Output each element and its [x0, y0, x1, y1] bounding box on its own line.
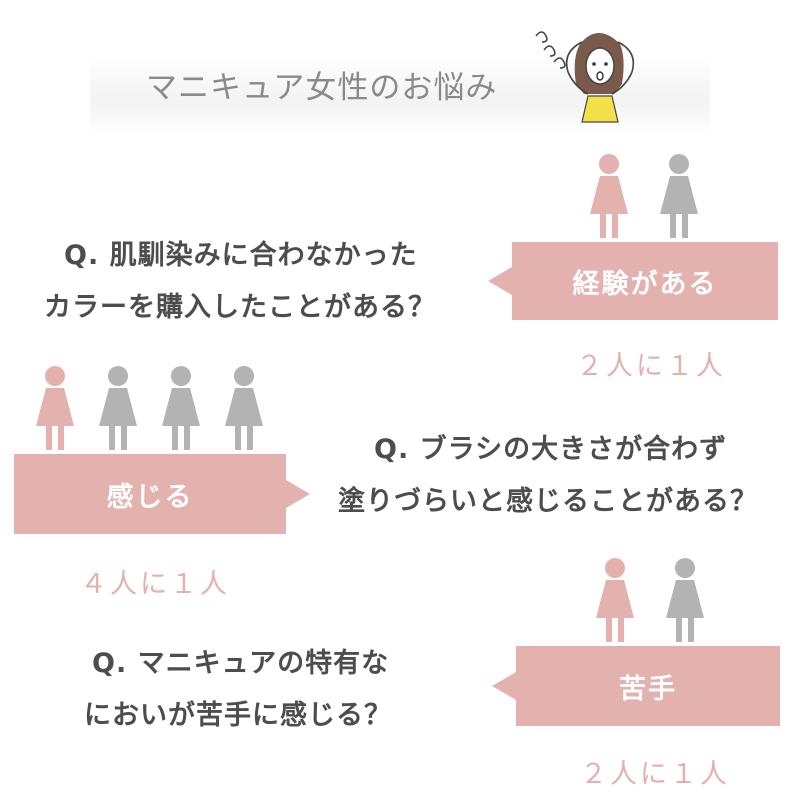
answer-2-label: 感じる: [106, 481, 194, 513]
answer-box-pointer: [488, 267, 512, 295]
question-2-line-2: 塗りづらいと感じることがある？: [338, 486, 758, 517]
answer-box-2: 感じる: [14, 454, 310, 534]
person-icon: [225, 366, 263, 450]
question-3-line-1: Q. マニキュアの特有な: [92, 648, 390, 679]
person-icon-highlighted: [36, 366, 74, 450]
question-3: Q. マニキュアの特有な においが苦手に感じる？: [84, 638, 392, 742]
worried-woman-illustration: [535, 31, 635, 123]
person-icon: [99, 366, 137, 450]
person-icon: [660, 154, 698, 238]
person-icon-highlighted: [596, 558, 634, 642]
ratio-2: ４人に１人: [80, 569, 230, 600]
question-2-line-1: Q. ブラシの大きさが合わず: [374, 434, 728, 465]
person-icon-highlighted: [590, 154, 628, 238]
question-2: Q. ブラシの大きさが合わず 塗りづらいと感じることがある？: [338, 424, 758, 528]
person-icon: [666, 558, 704, 642]
question-1-line-1: Q. 肌馴染みに合わなかった: [64, 240, 418, 271]
answer-box-1: 経験がある: [488, 242, 778, 320]
ratio-1: ２人に１人: [576, 351, 726, 382]
answer-box-pointer: [286, 480, 310, 508]
question-3-line-2: においが苦手に感じる？: [84, 700, 392, 731]
answer-box-pointer: [492, 672, 516, 700]
person-icon: [162, 366, 200, 450]
answer-box-3: 苦手: [492, 646, 780, 726]
ratio-3: ２人に１人: [580, 759, 730, 790]
question-1-line-2: カラーを購入したことがある？: [44, 292, 436, 323]
answer-1-label: 経験がある: [572, 268, 718, 300]
question-1: Q. 肌馴染みに合わなかった カラーを購入したことがある？: [44, 230, 436, 334]
page-title: マニキュア女性のお悩み: [146, 70, 498, 106]
answer-3-label: 苦手: [619, 673, 677, 705]
